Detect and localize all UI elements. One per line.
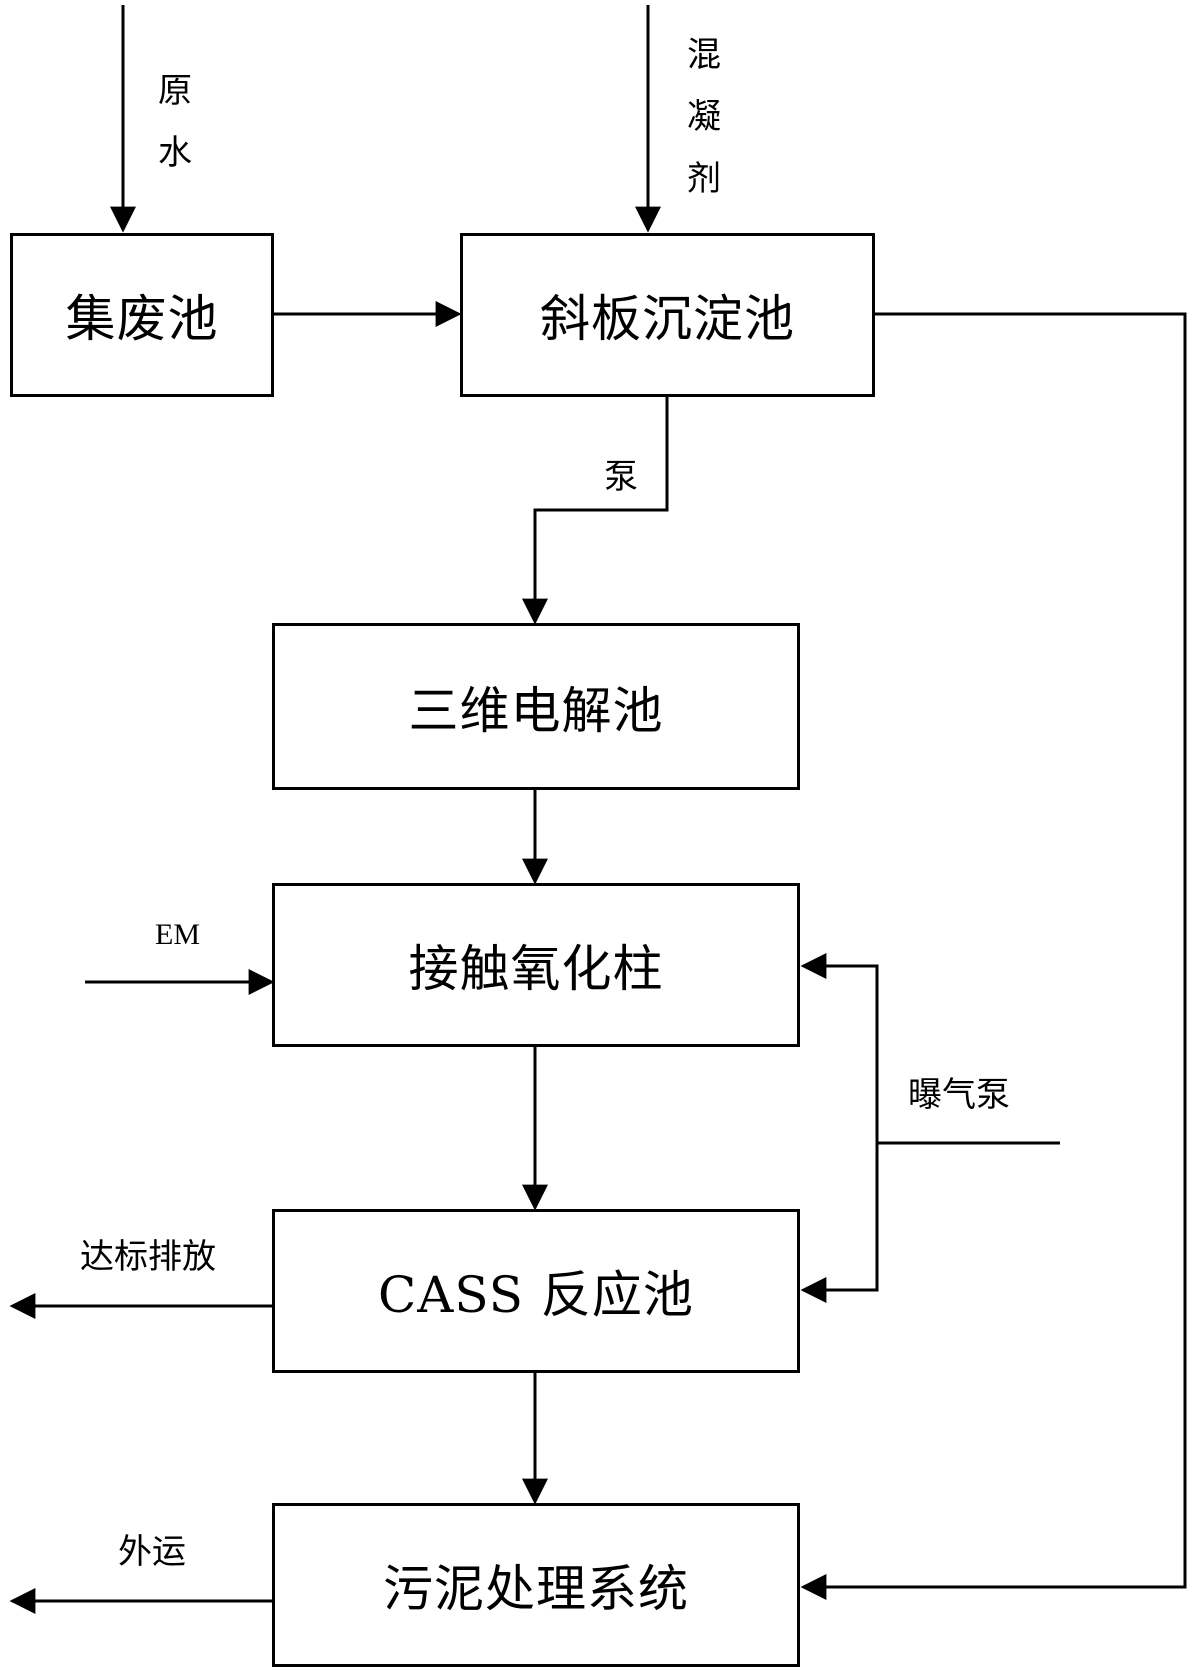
raw-water-label: 原水 — [158, 71, 192, 173]
cass-tank-node: CASS 反应池 — [272, 1209, 800, 1373]
collection-tank-node: 集废池 — [10, 233, 274, 397]
aeration-pump-label: 曝气泵 — [908, 1075, 1010, 1115]
discharge-label: 达标排放 — [80, 1237, 216, 1277]
sludge-system-node: 污泥处理系统 — [272, 1503, 800, 1667]
pump-label: 泵 — [604, 457, 638, 497]
coagulant-label: 混凝剂 — [687, 35, 721, 199]
contact-oxidation-node: 接触氧化柱 — [272, 883, 800, 1047]
settling-to-electrolysis-arrow — [522, 397, 669, 625]
aeration-to-oxidation-arrow — [800, 953, 879, 1143]
aeration-to-cass-arrow — [800, 1143, 879, 1303]
em-label: EM — [155, 918, 200, 951]
electrolysis-tank-node: 三维电解池 — [272, 623, 800, 790]
settling-to-sludge-line — [800, 312, 1187, 1600]
settling-tank-node: 斜板沉淀池 — [460, 233, 875, 397]
transport-label: 外运 — [118, 1532, 186, 1572]
